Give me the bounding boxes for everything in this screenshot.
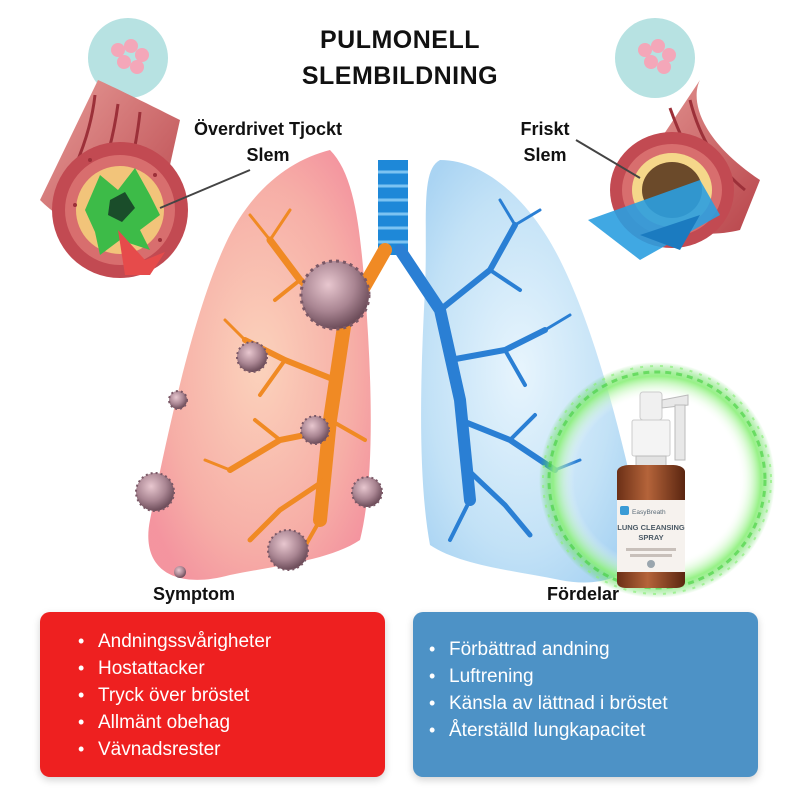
list-item: Vävnadsrester xyxy=(78,736,271,763)
pointer-line-left xyxy=(159,169,251,209)
symptoms-list: Andningssvårigheter Hostattacker Tryck ö… xyxy=(78,628,271,763)
virus-large xyxy=(299,259,371,331)
list-item: Luftrening xyxy=(429,663,668,690)
svg-text:SPRAY: SPRAY xyxy=(638,533,663,542)
benefits-box: Förbättrad andning Luftrening Känsla av … xyxy=(413,612,758,777)
label-thick-mucus: Överdrivet Tjockt Slem xyxy=(193,119,343,165)
list-item: Tryck över bröstet xyxy=(78,682,271,709)
list-item: Allmänt obehag xyxy=(78,709,271,736)
list-item: Känsla av lättnad i bröstet xyxy=(429,690,668,717)
virus xyxy=(267,529,309,571)
trachea xyxy=(378,160,408,255)
page-title-line2: SLEMBILDNING xyxy=(301,62,499,90)
spray-bottle: EasyBreath LUNG CLEANSING SPRAY xyxy=(617,391,689,588)
list-item: Förbättrad andning xyxy=(429,636,668,663)
virus-particles xyxy=(135,259,383,578)
benefits-title: Fördelar xyxy=(547,584,620,604)
list-item: Andningssvårigheter xyxy=(78,628,271,655)
list-item: Återställd lungkapacitet xyxy=(429,717,668,744)
virus xyxy=(236,341,268,373)
list-item: Hostattacker xyxy=(78,655,271,682)
page-title-line1: PULMONELL xyxy=(319,26,481,54)
symptoms-title: Symptom xyxy=(153,584,236,604)
svg-text:LUNG CLEANSING: LUNG CLEANSING xyxy=(617,523,685,532)
diseased-airway-illustration xyxy=(40,18,188,278)
virus xyxy=(135,472,175,512)
virus xyxy=(351,476,383,508)
label-healthy-mucus: Friskt Slem xyxy=(520,119,570,165)
pointer-line-right xyxy=(575,139,641,179)
svg-text:EasyBreath: EasyBreath xyxy=(632,509,666,516)
symptoms-box: Andningssvårigheter Hostattacker Tryck ö… xyxy=(40,612,385,777)
benefits-list: Förbättrad andning Luftrening Känsla av … xyxy=(429,636,668,744)
healthy-airway-illustration xyxy=(588,18,760,260)
virus xyxy=(300,415,330,445)
virus xyxy=(168,390,188,410)
virus xyxy=(174,566,186,578)
